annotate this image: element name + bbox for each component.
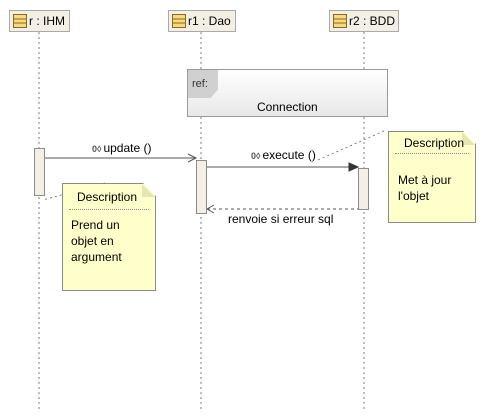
lifeline-head-dao[interactable]: r1 : Dao — [168, 10, 236, 32]
message-execute-arrowhead — [348, 162, 360, 172]
ref-name: Connection — [257, 100, 318, 114]
note-description-bdd[interactable]: Description Met à jour l'objet — [388, 131, 476, 223]
ref-tag: ref: — [192, 78, 208, 90]
lifeline-head-ihm[interactable]: r : IHM — [9, 10, 70, 32]
note-description-ihm[interactable]: Description Prend un objet en argument — [62, 183, 156, 291]
ref-tab — [188, 70, 218, 98]
note-separator — [69, 209, 149, 210]
message-update-arrowhead — [187, 153, 198, 163]
class-icon — [13, 14, 27, 28]
class-icon — [333, 14, 347, 28]
note-separator — [395, 153, 469, 154]
message-update-label[interactable]: 0◊update () — [92, 141, 152, 155]
activation-bdd[interactable] — [358, 168, 369, 210]
activation-dao[interactable] — [196, 160, 207, 214]
note-body: Prend un objet en argument — [71, 218, 122, 264]
lifeline-head-bdd[interactable]: r2 : BDD — [329, 10, 399, 32]
note-anchor-bdd — [317, 130, 385, 161]
note-title: Description — [77, 190, 138, 204]
operation-icon: 0◊ — [92, 144, 102, 154]
lifeline-name: r2 : BDD — [349, 14, 396, 28]
note-title: Description — [404, 136, 465, 150]
note-body: Met à jour l'objet — [398, 173, 452, 203]
lifeline-name: r1 : Dao — [188, 14, 231, 28]
ref-frame-connection[interactable]: ref: Connection — [187, 69, 388, 117]
operation-icon: 0◊ — [251, 151, 261, 161]
message-execute-label[interactable]: 0◊execute () — [251, 148, 316, 162]
activation-ihm[interactable] — [34, 148, 45, 196]
lifeline-name: r : IHM — [29, 14, 65, 28]
class-icon — [172, 14, 186, 28]
message-return-arrowhead — [205, 204, 215, 214]
message-return-label[interactable]: renvoie si erreur sql — [228, 212, 334, 226]
